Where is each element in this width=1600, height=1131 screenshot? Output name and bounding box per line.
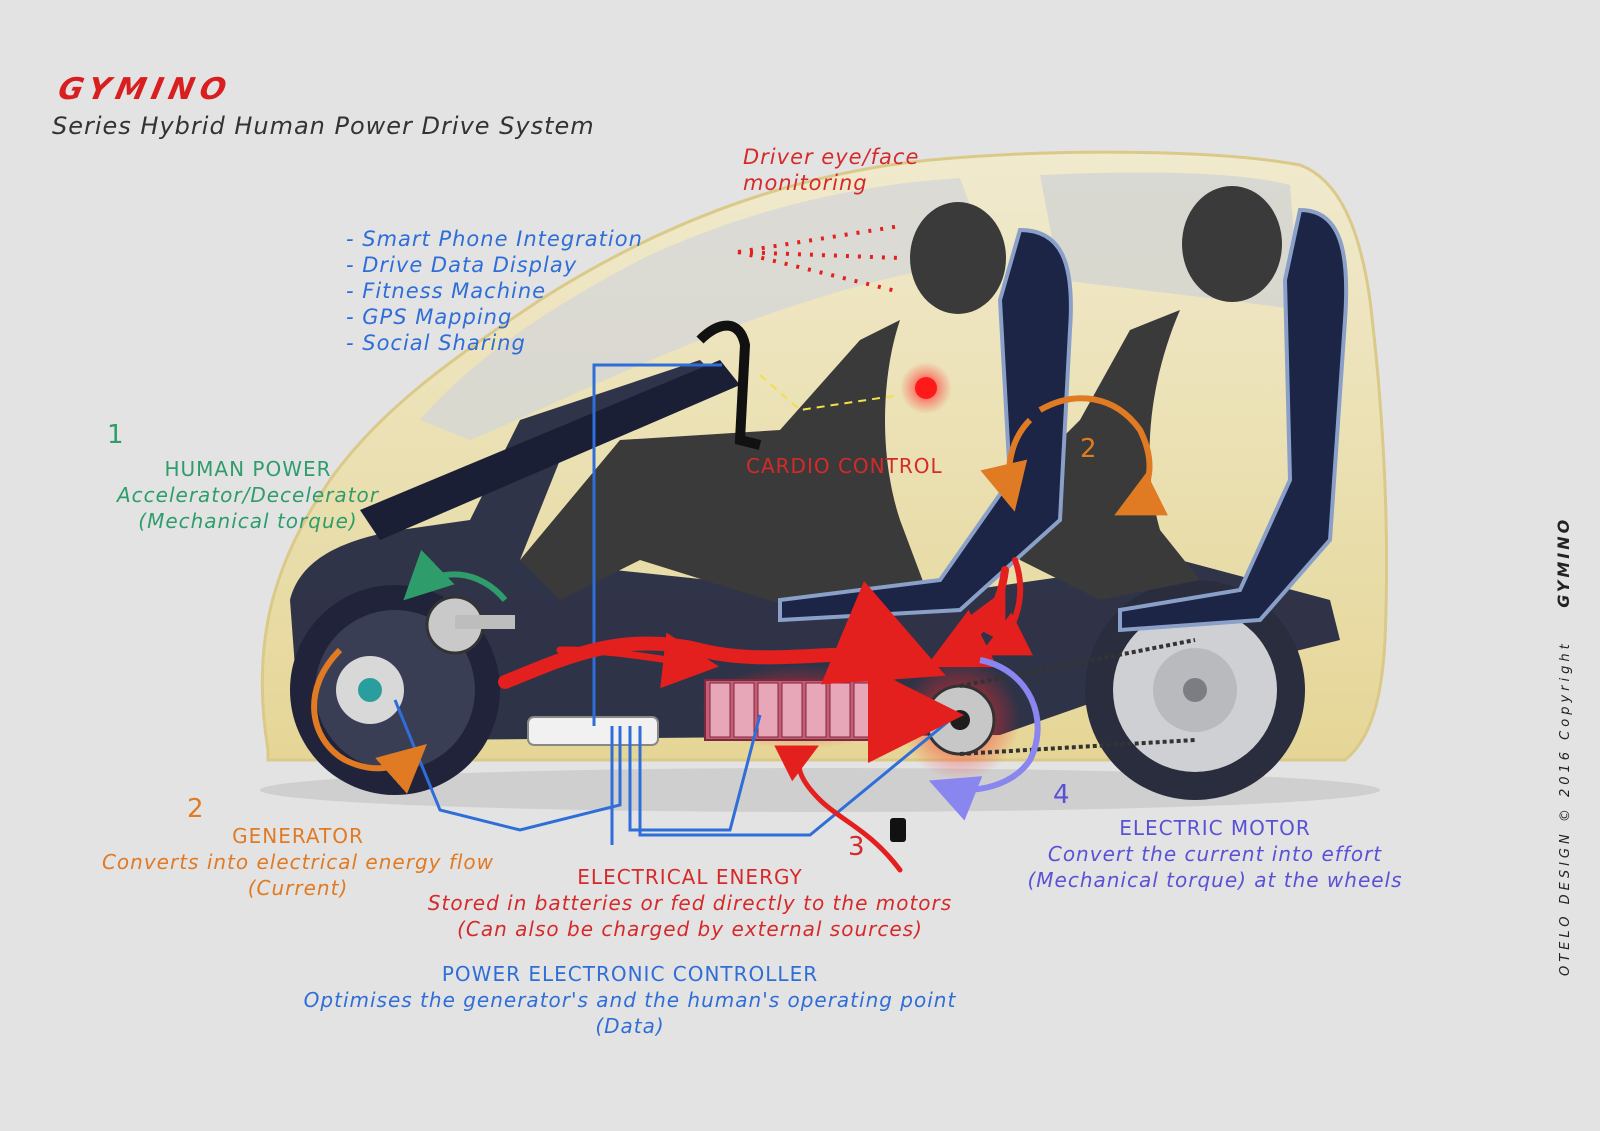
human-power-line1: Accelerator/Decelerator xyxy=(116,483,379,507)
driver-monitor-line2: monitoring xyxy=(743,171,868,195)
motor-title: ELECTRIC MOTOR xyxy=(1119,816,1311,840)
cardio-control-label: CARDIO CONTROL xyxy=(746,454,943,478)
generator-line1: Converts into electrical energy flow xyxy=(101,850,495,874)
heart-core xyxy=(915,377,937,399)
charging-plug xyxy=(890,818,906,842)
generator-number: 2 xyxy=(187,794,204,824)
driver-monitor-line1: Driver eye/face xyxy=(743,145,920,169)
motor-line2: (Mechanical torque) at the wheels xyxy=(1027,868,1403,892)
electrical-number: 3 xyxy=(848,832,865,862)
feature-list: - Smart Phone Integration - Drive Data D… xyxy=(346,226,643,356)
copyright-brand: GYMINO xyxy=(1554,516,1573,608)
human-power-number: 1 xyxy=(107,420,124,450)
windshield-glass xyxy=(420,178,990,440)
human-power-line2: (Mechanical torque) xyxy=(138,509,358,533)
page-subtitle: Series Hybrid Human Power Drive System xyxy=(52,112,595,140)
handlebar xyxy=(696,320,762,450)
rear-human-number: 2 xyxy=(1080,434,1097,464)
controller-line2: (Data) xyxy=(595,1014,665,1038)
generator-arrow xyxy=(311,647,427,794)
copyright-vertical: OTELO DESIGN © 2016 Copyright GYMINO xyxy=(1554,517,1573,976)
rear-human-arrow-2 xyxy=(980,417,1033,512)
feature-item: - Fitness Machine xyxy=(346,279,547,303)
brand-logo: GYMINO xyxy=(55,72,236,107)
generator-title: GENERATOR xyxy=(232,824,364,848)
energy-flow-arrows xyxy=(498,557,1033,873)
motor-line1: Convert the current into effort xyxy=(1047,842,1383,866)
electrical-title: ELECTRICAL ENERGY xyxy=(577,865,803,889)
cardio-sensor-line xyxy=(759,374,901,412)
feature-item: - Social Sharing xyxy=(346,331,526,355)
feature-item: - Smart Phone Integration xyxy=(346,227,643,251)
pedal-arm xyxy=(455,615,515,629)
steering-column xyxy=(360,360,740,540)
human-power-title: HUMAN POWER xyxy=(164,457,332,481)
copyright-text: OTELO DESIGN © 2016 Copyright xyxy=(1558,640,1573,976)
human-power-arrow xyxy=(403,549,508,602)
feature-item: - Drive Data Display xyxy=(346,253,578,277)
driver-silhouette xyxy=(520,202,1006,610)
rear-human-arrow xyxy=(1038,395,1168,516)
electrical-line2: (Can also be charged by external sources… xyxy=(457,917,923,941)
generator-line2: (Current) xyxy=(247,876,349,900)
feature-item: - GPS Mapping xyxy=(346,305,513,329)
motor-number: 4 xyxy=(1053,780,1070,810)
drive-chain xyxy=(959,638,1196,756)
motor-rotation-arrow xyxy=(928,657,1041,821)
rear-seat xyxy=(1118,207,1349,633)
ground-shadow xyxy=(260,768,1380,812)
battery-pack xyxy=(700,665,900,750)
controller-line1: Optimises the generator's and the human'… xyxy=(303,988,957,1012)
electrical-line1: Stored in batteries or fed directly to t… xyxy=(427,891,953,915)
controller-title: POWER ELECTRONIC CONTROLLER xyxy=(441,962,819,986)
